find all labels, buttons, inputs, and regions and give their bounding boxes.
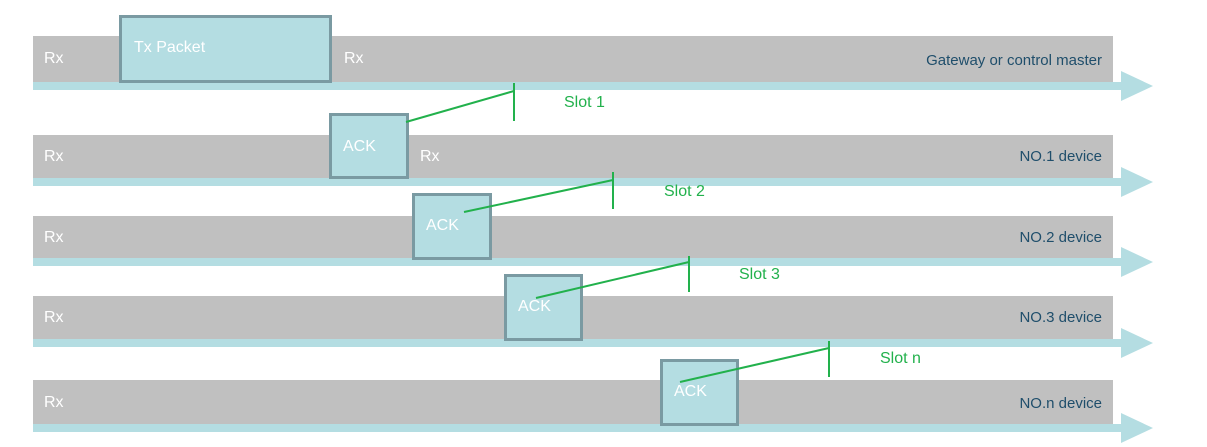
device-2-rx-left: Rx bbox=[44, 229, 64, 246]
device-3-rx-left: Rx bbox=[44, 309, 64, 326]
device-n-rx-left: Rx bbox=[44, 394, 64, 411]
device-2-ack-label: ACK bbox=[426, 217, 459, 234]
device-1-rx-left: Rx bbox=[44, 148, 64, 165]
device-2-lane-bar bbox=[33, 216, 1113, 260]
device-1-lane-bar bbox=[33, 135, 1113, 179]
device-n-ack-label: ACK bbox=[674, 383, 707, 400]
device-n-timeline-arrow bbox=[33, 413, 1153, 443]
slot-1-label: Slot 1 bbox=[564, 94, 605, 111]
device-3-ack-label: ACK bbox=[518, 298, 551, 315]
slot-3-label: Slot 3 bbox=[739, 266, 780, 283]
tx-packet-label: Tx Packet bbox=[134, 39, 206, 56]
gateway-rx-right: Rx bbox=[344, 50, 364, 67]
device-3-label: NO.3 device bbox=[1019, 309, 1102, 326]
tx-packet-box bbox=[119, 15, 332, 83]
device-1-label: NO.1 device bbox=[1019, 148, 1102, 165]
device-1-ack-box bbox=[329, 113, 409, 179]
device-2-label: NO.2 device bbox=[1019, 229, 1102, 246]
gateway-timeline-arrow bbox=[33, 71, 1153, 101]
gateway-label: Gateway or control master bbox=[926, 52, 1102, 69]
device-3-timeline-arrow bbox=[33, 328, 1153, 358]
device-1-rx-after: Rx bbox=[420, 148, 440, 165]
device-1-ack-label: ACK bbox=[343, 138, 376, 155]
device-n-label: NO.n device bbox=[1019, 395, 1102, 412]
gateway-rx-left: Rx bbox=[44, 50, 64, 67]
device-1-timeline-arrow bbox=[33, 167, 1153, 197]
slot-n-label: Slot n bbox=[880, 350, 921, 367]
device-n-lane-bar bbox=[33, 380, 1113, 426]
device-2-timeline-arrow bbox=[33, 247, 1153, 277]
slot-2-label: Slot 2 bbox=[664, 183, 705, 200]
